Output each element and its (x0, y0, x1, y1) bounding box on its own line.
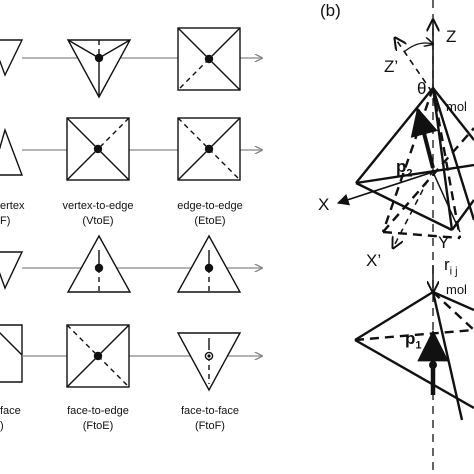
x-axis-label: X (318, 195, 330, 214)
lower-molecule-tetrahedron (354, 290, 474, 421)
theta-label: θ (417, 79, 427, 98)
z-prime-axis-label: Z’ (384, 57, 399, 76)
distance-label: ri j (444, 256, 458, 280)
mol-top-label: mol (446, 99, 467, 114)
dipole-1-label: p1 (405, 330, 422, 354)
label-r2c2-mode: vertex-to-edge (62, 200, 134, 212)
x-prime-axis-arrow (393, 169, 434, 248)
dipole-2-label: p2 (396, 158, 413, 182)
dipole-2-subscript: 2 (406, 167, 413, 180)
dipole-1-subscript: 1 (415, 339, 422, 352)
z-axis-label: Z (446, 27, 457, 46)
row-4-triangle-down-face-to-face (176, 332, 242, 392)
upper-molecule-rotated-dashed (381, 87, 474, 240)
row-1-triangle-down-vertex (66, 39, 132, 99)
y-axis-label: Y (438, 233, 450, 252)
label-r4c3-code: (FtoF) (195, 420, 225, 432)
row-4-square-face-to-edge (66, 324, 130, 388)
row-3-triangle-up-1 (66, 234, 132, 293)
label-r2c3-code: (EtoE) (194, 215, 226, 227)
panel-a (0, 27, 262, 392)
label-r4c1-mode: face (0, 405, 21, 417)
distance-symbol: r (444, 255, 450, 274)
row-2-square-edge-to-edge (177, 117, 241, 181)
label-r2c1-code: F) (0, 215, 11, 227)
lower-center-dot (429, 361, 437, 369)
label-r2c2-code: (VtoE) (82, 215, 114, 227)
distance-subscript: i j (449, 265, 458, 278)
row-1-square-vertex (177, 27, 241, 91)
panel-b (336, 0, 474, 474)
row-4-partial-square (0, 324, 23, 383)
mol-bottom-label: mol (446, 282, 467, 297)
label-r4c2-code: (FtoE) (82, 420, 114, 432)
dipole-1-symbol: p (405, 329, 416, 348)
row-2-square-vertex-to-edge (66, 117, 130, 181)
label-r2c1-mode: ertex (0, 200, 25, 212)
row-3-triangle-up-2 (176, 234, 242, 293)
row-1-pair-1-partial-triangle-down (0, 39, 24, 77)
label-r4c2-mode: face-to-edge (67, 405, 129, 417)
row-2-partial-triangle-up (0, 127, 24, 176)
x-prime-axis-label: X’ (366, 251, 382, 270)
label-r4c3-mode: face-to-face (180, 405, 240, 417)
label-r2c3-mode: edge-to-edge (177, 200, 243, 212)
row-3-partial-triangle-down (0, 251, 24, 290)
x-axis-arrow (336, 171, 434, 206)
dipole-2-arrow (410, 107, 438, 169)
y-axis-line (432, 171, 461, 233)
theta-arc (403, 43, 433, 53)
label-r4c1-code: ) (0, 420, 4, 432)
dipole-2-symbol: p (396, 157, 407, 176)
panel-b-label: (b) (320, 1, 341, 20)
